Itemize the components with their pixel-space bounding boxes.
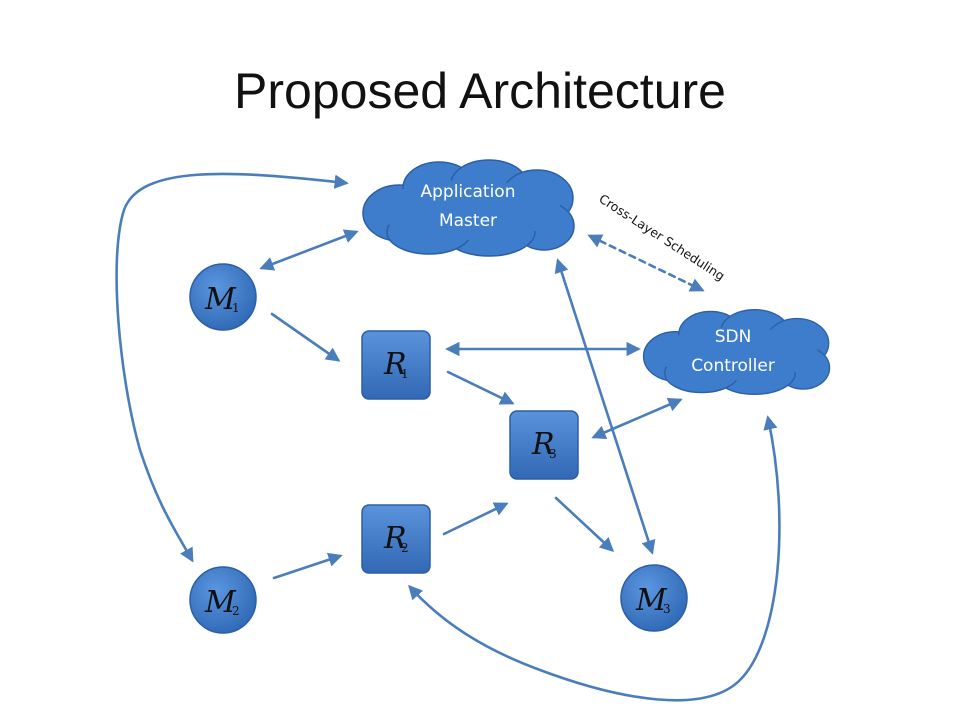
arrow-appmaster-m2 <box>115 172 349 563</box>
reducer-node-r3: R 3 <box>509 410 579 480</box>
r2-letter: R <box>383 521 407 556</box>
arrow-r3-sdn <box>591 397 683 440</box>
reducer-node-r2: R 2 <box>361 504 431 574</box>
r2-sub: 2 <box>401 541 409 555</box>
slide-title: Proposed Architecture <box>234 63 726 119</box>
arrow-sdn-r2 <box>408 415 781 702</box>
r1-sub: 1 <box>401 367 409 381</box>
arrow-r2-r3 <box>442 502 509 536</box>
r1-letter: R <box>383 347 407 382</box>
app-master-line1: Application <box>421 182 516 202</box>
arrow-appmaster-m3 <box>554 258 656 555</box>
arrow-cross-layer <box>587 234 705 292</box>
m1-sub: 1 <box>232 301 240 315</box>
arrow-m1-r1 <box>270 312 341 362</box>
arrow-m1-appmaster <box>259 229 359 271</box>
arrow-r3-m3 <box>554 496 615 552</box>
mapper-node-m2: M 2 <box>189 566 257 634</box>
sdn-controller-cloud: SDN Controller <box>642 308 831 396</box>
m2-letter: M <box>204 585 237 620</box>
reducer-node-r1: R 1 <box>361 330 431 400</box>
mapper-node-m3: M 3 <box>620 564 688 632</box>
m2-sub: 2 <box>232 604 240 618</box>
m3-sub: 3 <box>663 602 671 616</box>
mapper-node-m1: M 1 <box>189 263 257 331</box>
app-master-line2: Master <box>439 211 497 231</box>
sdn-line2: Controller <box>691 356 775 376</box>
arrow-r1-r3 <box>446 370 515 405</box>
sdn-line1: SDN <box>715 327 752 347</box>
application-master-cloud: Application Master <box>362 159 575 257</box>
arrow-m2-r2 <box>272 552 343 580</box>
r3-sub: 3 <box>549 447 557 461</box>
